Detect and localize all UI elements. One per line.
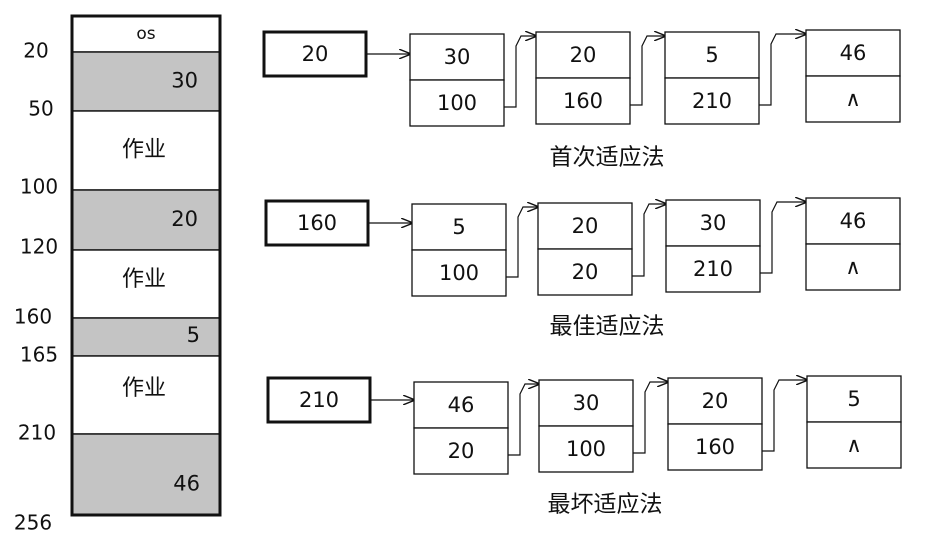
memory-block-label: 5 [187,323,200,347]
node-next-cell [665,245,761,293]
node-size-cell [409,33,505,81]
node-link-arrow [760,202,806,274]
list-head-value: 20 [302,42,329,66]
node-next-cell [535,77,631,125]
node-link-arrow [633,382,668,454]
node-size-value: 46 [840,41,867,65]
memory-block-label: 作业 [122,376,166,401]
memory-block-label: 20 [171,207,198,231]
list-head-box [262,30,368,78]
node-next-cell [805,75,901,123]
node-next-value: ∧ [845,87,860,111]
memory-block-label: os [136,24,155,44]
address-label: 100 [20,175,58,199]
node-size-value: 5 [705,43,718,67]
address-label: 165 [20,343,58,367]
memory-map-border [70,14,222,517]
node-link-arrow [508,384,539,456]
address-label: 210 [18,421,56,445]
memory-map: os 30 作业 20 作业 5 作业 46 20 50 100 120 160 165 210 256 [14,14,222,535]
memory-block-job [71,110,221,191]
node-size-value: 20 [572,214,599,238]
node-next-value: 100 [439,261,479,285]
node-next-value: 20 [448,439,475,463]
address-label: 50 [28,97,53,121]
node-next-cell [538,425,634,473]
node-next-value: 160 [563,89,603,113]
node-size-cell [413,381,509,429]
node-next-cell [409,79,505,127]
address-label: 120 [20,235,58,259]
node-link-arrow [762,380,807,452]
node-link-arrow [506,207,538,278]
free-list-3: 210 46 20 30 100 20 160 5 ∧ 最坏适应法 [266,376,902,518]
node-size-value: 30 [444,45,471,69]
list-head-value: 160 [297,211,337,235]
node-next-value: 100 [437,91,477,115]
memory-block-label: 30 [171,69,198,93]
node-next-value: 160 [695,435,735,459]
node-next-cell [411,249,507,297]
node-next-value: ∧ [845,255,860,279]
node-size-value: 5 [452,215,465,239]
node-size-cell [667,377,763,425]
node-link-arrow [759,34,806,106]
free-list-1: 20 30 100 20 160 5 210 46 ∧ 首次适应法 [262,29,901,171]
node-size-value: 30 [700,211,727,235]
node-next-cell [667,423,763,471]
list-caption: 最佳适应法 [550,314,665,340]
node-size-value: 30 [573,391,600,415]
memory-block-label: 46 [173,472,200,496]
node-next-cell [806,421,902,469]
node-size-cell [538,379,634,427]
node-size-value: 20 [702,389,729,413]
node-next-value: 100 [566,437,606,461]
node-next-value: 210 [693,257,733,281]
memory-block-label: 作业 [122,138,166,163]
node-size-value: 20 [570,43,597,67]
node-size-value: 5 [847,387,860,411]
node-next-value: ∧ [846,433,861,457]
list-caption: 首次适应法 [550,145,665,171]
node-next-cell [664,77,760,125]
free-list-2: 160 5 100 20 20 30 210 46 ∧ 最佳适应法 [264,197,901,340]
memory-block-free [71,51,221,112]
node-size-cell [805,29,901,77]
node-next-value: 20 [572,260,599,284]
node-size-cell [537,202,633,250]
list-head-box [264,199,370,247]
node-link-arrow [504,36,536,108]
node-size-value: 46 [448,393,475,417]
list-caption: 最坏适应法 [548,492,663,518]
node-size-cell [664,31,760,79]
node-link-arrow [630,36,665,106]
memory-block-label: 作业 [122,267,166,292]
node-next-cell [805,243,901,291]
list-head-value: 210 [299,388,339,412]
address-label: 256 [14,511,52,535]
node-next-cell [537,248,633,296]
node-size-cell [805,197,901,245]
node-next-value: 210 [692,89,732,113]
node-size-value: 46 [840,209,867,233]
node-link-arrow [632,204,666,277]
node-size-cell [411,203,507,251]
node-next-cell [413,427,509,475]
address-label: 160 [14,305,52,329]
address-label: 20 [23,39,48,63]
node-size-cell [535,31,631,79]
